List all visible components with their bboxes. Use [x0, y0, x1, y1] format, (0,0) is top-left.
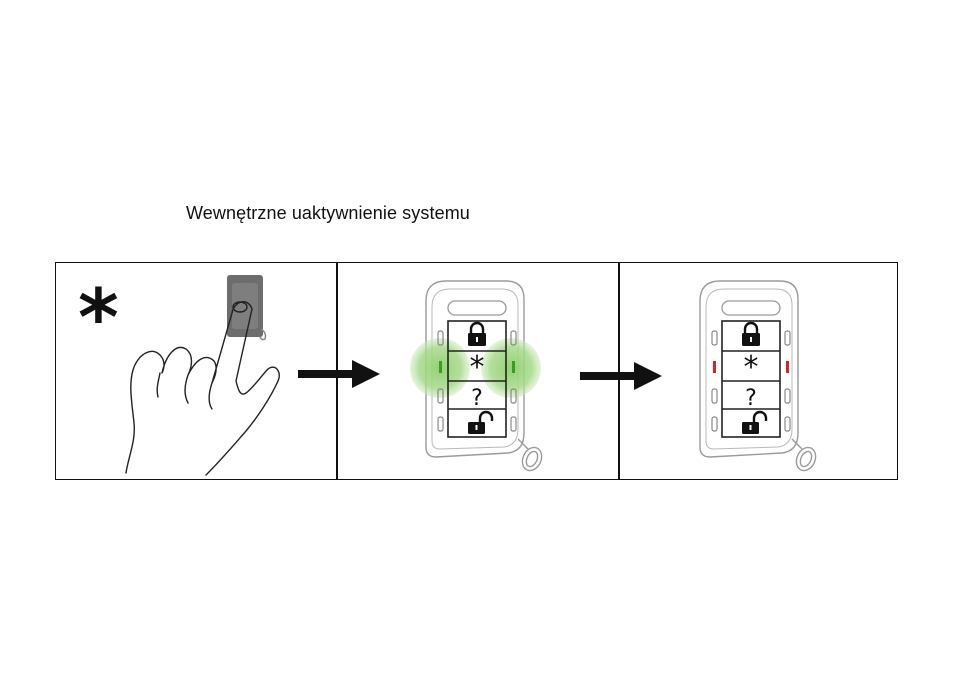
- green-led-left: [439, 361, 442, 373]
- question-key-icon: ?: [745, 386, 757, 411]
- page-title: Wewnętrzne uaktywnienie systemu: [186, 203, 470, 224]
- lock-icon: [742, 323, 760, 346]
- lock-icon: [468, 323, 486, 346]
- step-3-panel: * ?: [620, 263, 899, 479]
- red-led-left: [713, 361, 716, 373]
- green-led-right: [512, 361, 515, 373]
- remote-red-illustration: * ?: [620, 263, 899, 478]
- step-1-panel: *: [56, 263, 336, 479]
- question-key-icon: ?: [471, 386, 483, 411]
- hand-pressing-illustration: *: [56, 263, 336, 478]
- remote-green-illustration: * ?: [338, 263, 618, 478]
- star-key-icon: *: [470, 350, 485, 385]
- unlock-icon: [468, 412, 492, 434]
- illustration-frame: *: [55, 262, 898, 480]
- unlock-icon: [742, 412, 766, 434]
- led-glow-right: [481, 338, 541, 398]
- red-led-right: [786, 361, 789, 373]
- star-key-icon: *: [744, 350, 759, 385]
- step-2-panel: * ?: [338, 263, 618, 479]
- star-icon: *: [78, 274, 119, 364]
